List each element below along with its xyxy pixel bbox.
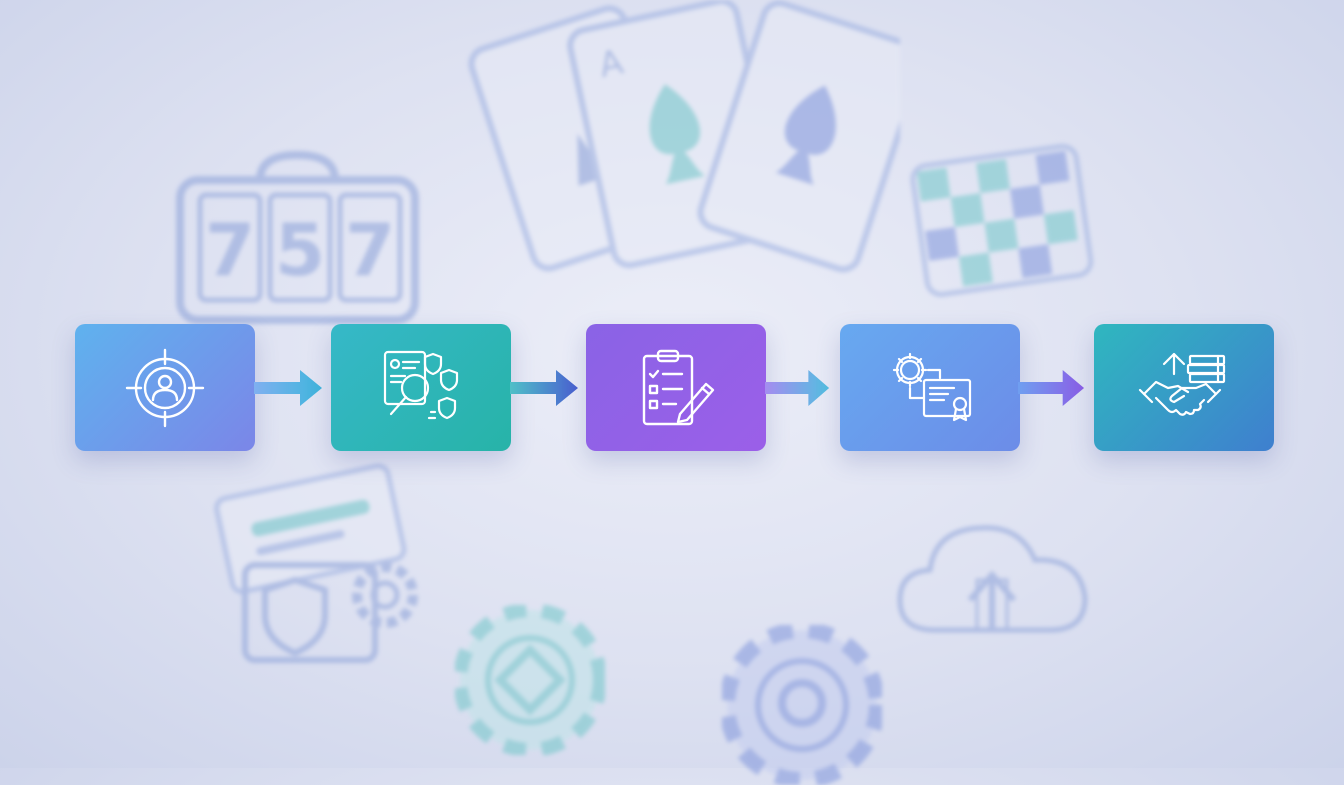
poker-chip-icon — [722, 625, 882, 785]
ticket-shield-gear-icon — [214, 463, 418, 663]
target-person-icon — [125, 348, 205, 427]
clipboard-checklist-pen-icon — [642, 349, 715, 425]
slot-machine-icon: 7 5 7 — [176, 150, 419, 324]
gear-certificate-icon — [892, 352, 972, 421]
flow-arrow — [510, 368, 580, 408]
step-gear-certificate — [840, 324, 1020, 451]
slot-reel-2: 5 — [275, 208, 325, 292]
step-document-search — [331, 324, 511, 451]
cloud-upload-icon — [897, 525, 1088, 633]
flow-arrow — [765, 368, 831, 408]
flow-arrow — [1018, 368, 1086, 408]
document-search-shield-icon — [383, 350, 459, 419]
playing-cards-icon: A — [468, 0, 900, 273]
step-handshake-books — [1094, 324, 1274, 451]
background-decorations: 7 5 7 A — [176, 0, 1094, 785]
poker-chip-icon — [455, 605, 605, 755]
handshake-books-icon — [1138, 352, 1226, 416]
process-flow — [75, 324, 1274, 451]
slot-reel-1: 7 — [205, 208, 255, 292]
slot-reel-3: 7 — [345, 208, 395, 292]
flow-arrow — [254, 368, 324, 408]
step-clipboard-checklist — [586, 324, 766, 451]
checkered-flag-icon — [910, 143, 1094, 297]
step-target-person — [75, 324, 255, 451]
